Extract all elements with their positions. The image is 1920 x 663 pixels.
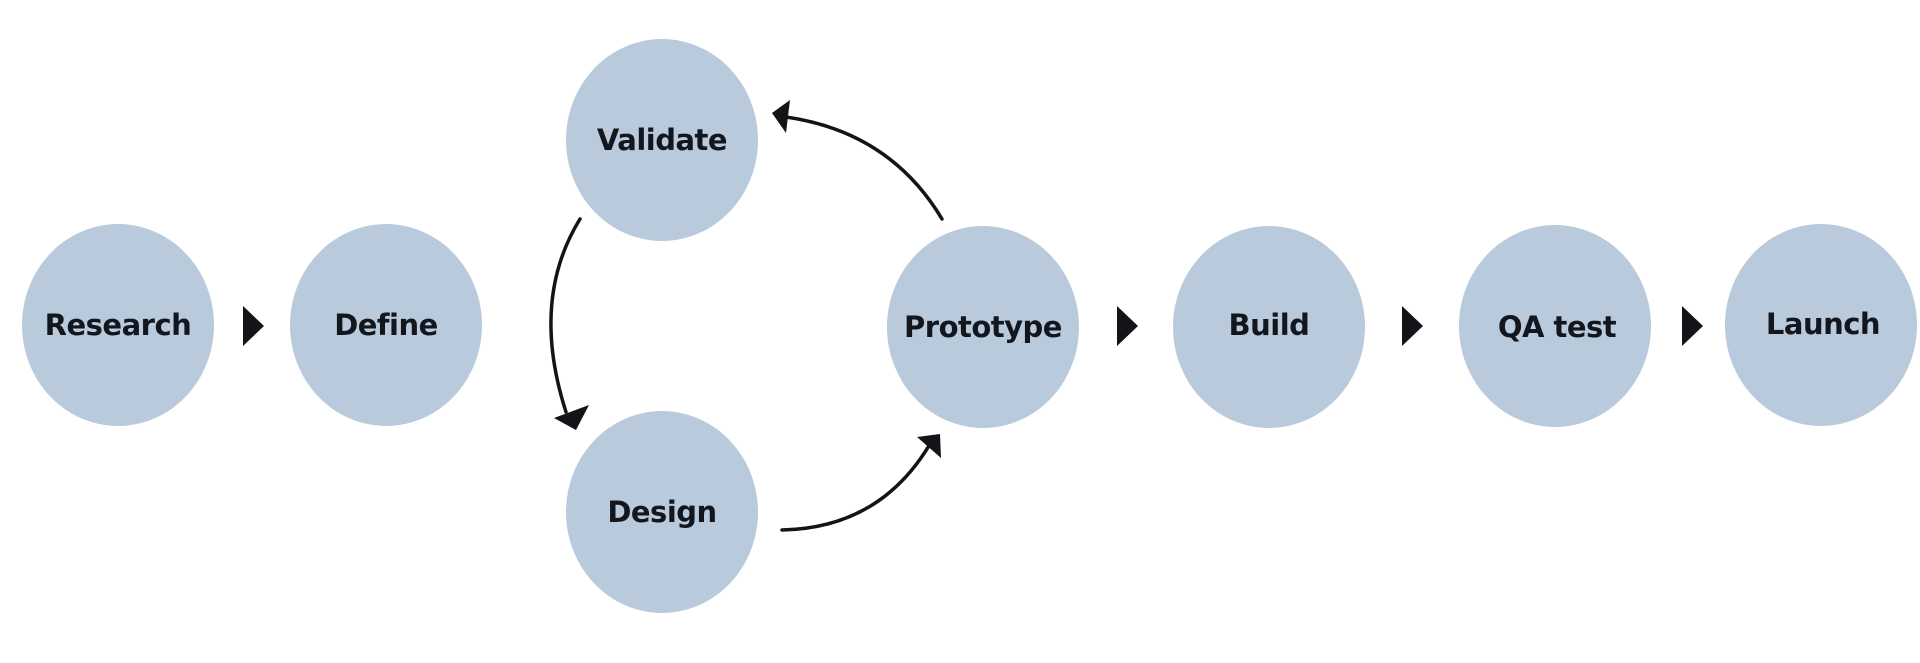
arrowhead-prototype-to-validate — [772, 100, 790, 133]
node-prototype: Prototype — [887, 226, 1079, 428]
arc-validate-to-design — [549, 217, 582, 414]
node-build-circle — [1173, 226, 1365, 428]
node-launch-label: Launch — [1766, 307, 1880, 341]
arrow-prototype-to-build — [1117, 306, 1138, 346]
arc-design-to-prototype — [780, 442, 932, 532]
node-define-label: Define — [334, 308, 438, 342]
arc-prototype-to-validate — [784, 115, 944, 221]
arrow-validate-to-design — [549, 217, 589, 430]
node-build: Build — [1173, 226, 1365, 428]
node-design-label: Design — [607, 495, 716, 529]
node-prototype-circle — [887, 226, 1079, 428]
node-define: Define — [290, 224, 482, 426]
arrow-qa-test-to-launch — [1682, 306, 1703, 346]
arrow-design-to-prototype — [780, 434, 941, 532]
arrow-prototype-to-validate — [772, 100, 944, 221]
node-validate: Validate — [566, 39, 758, 241]
node-build-label: Build — [1229, 308, 1310, 342]
arrow-build-to-qa-test — [1402, 306, 1423, 346]
node-launch: Launch — [1725, 224, 1917, 426]
node-define-circle — [290, 224, 482, 426]
arrowhead-design-to-prototype — [917, 434, 941, 458]
node-validate-circle — [566, 39, 758, 241]
node-design-circle — [566, 411, 758, 613]
node-research-circle — [22, 224, 214, 426]
arrowhead-validate-to-design — [554, 405, 589, 430]
node-launch-circle — [1725, 224, 1917, 426]
arrow-research-to-define — [243, 306, 264, 346]
node-qa-test-label: QA test — [1498, 310, 1617, 344]
node-design: Design — [566, 411, 758, 613]
node-qa-test-circle — [1459, 225, 1651, 427]
node-research-label: Research — [45, 308, 192, 342]
node-qa-test: QA test — [1459, 225, 1651, 427]
node-prototype-label: Prototype — [904, 310, 1062, 344]
node-research: Research — [22, 224, 214, 426]
node-validate-label: Validate — [597, 123, 727, 157]
